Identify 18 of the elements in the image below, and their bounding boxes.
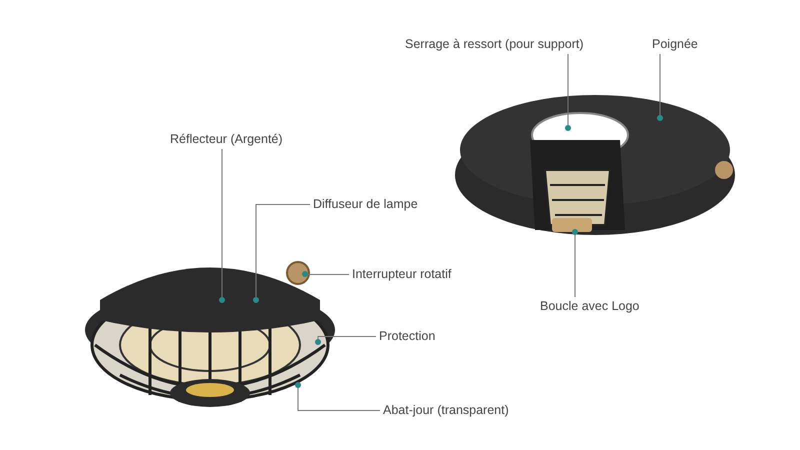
leader-line — [565, 54, 571, 131]
callout-label: Abat-jour (transparent) — [383, 403, 509, 418]
lantern-drawing — [455, 95, 735, 235]
leader-line — [219, 148, 225, 303]
leader-line — [657, 54, 663, 121]
callout-label: Serrage à ressort (pour support) — [405, 37, 584, 52]
leader-line — [302, 271, 350, 277]
leader-line — [572, 229, 578, 298]
leader-line — [295, 382, 380, 411]
leader-line — [315, 336, 376, 345]
leader-line — [253, 204, 310, 303]
callout-label: Diffuseur de lampe — [313, 197, 418, 212]
callout-label: Boucle avec Logo — [540, 299, 640, 314]
callout-label: Réflecteur (Argenté) — [170, 132, 283, 147]
callout-label: Protection — [379, 329, 436, 344]
lantern-drawing — [85, 261, 335, 407]
callout-label: Interrupteur rotatif — [352, 267, 452, 282]
callout-label: Poignée — [652, 37, 698, 52]
